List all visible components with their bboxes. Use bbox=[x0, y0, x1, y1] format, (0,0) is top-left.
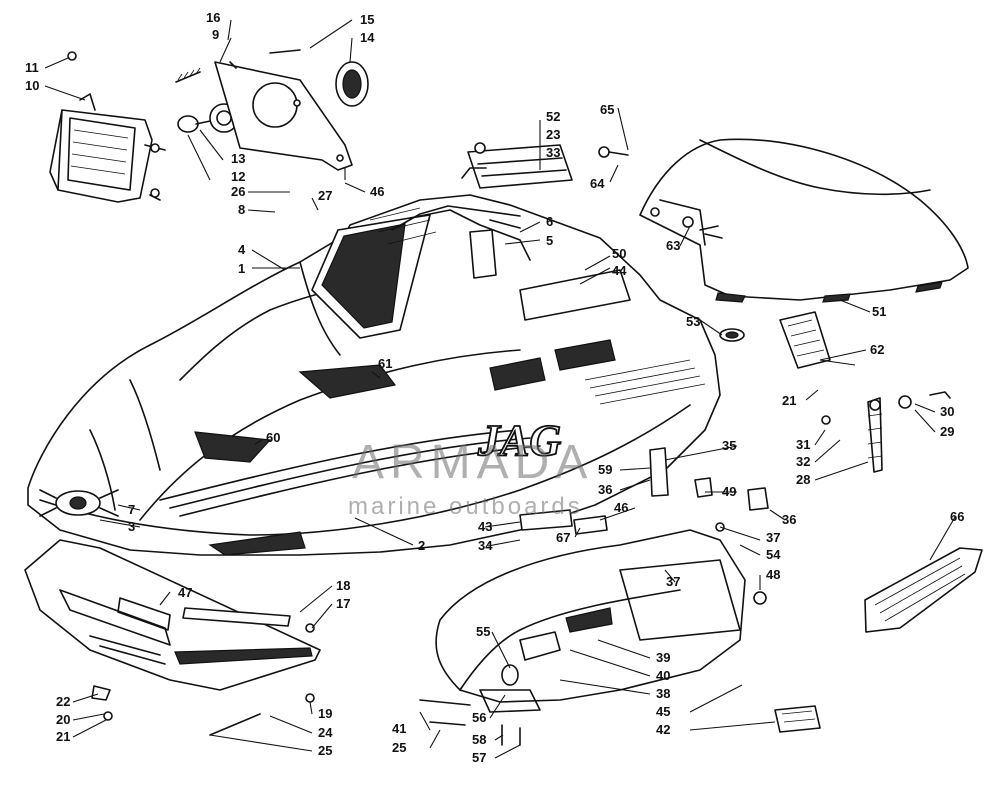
reflector-plate bbox=[779, 311, 831, 369]
callout-14: 14 bbox=[360, 30, 375, 45]
callout-49: 49 bbox=[722, 484, 736, 499]
hood-emblem bbox=[39, 489, 119, 517]
rear-reflector bbox=[774, 705, 821, 733]
callout-3: 3 bbox=[128, 519, 135, 534]
callout-21-right: 21 bbox=[782, 393, 796, 408]
callout-35: 35 bbox=[722, 438, 736, 453]
jag-decal: JAG bbox=[477, 416, 561, 465]
callout-48: 48 bbox=[766, 567, 780, 582]
callout-19: 19 bbox=[318, 706, 332, 721]
callout-66: 66 bbox=[950, 509, 964, 524]
callout-21-left: 21 bbox=[56, 729, 70, 744]
callout-36-right: 36 bbox=[782, 512, 796, 527]
callout-45: 45 bbox=[656, 704, 670, 719]
callout-46-mid: 46 bbox=[614, 500, 628, 515]
callout-10: 10 bbox=[25, 78, 39, 93]
side-vents bbox=[489, 269, 706, 405]
callout-32: 32 bbox=[796, 454, 810, 469]
watermark-tagline: marine outboards bbox=[348, 493, 583, 520]
bumper-hardware-left bbox=[91, 607, 315, 736]
callout-58: 58 bbox=[472, 732, 486, 747]
plug-grommet bbox=[719, 328, 745, 342]
callout-46-top: 46 bbox=[370, 184, 384, 199]
callout-40: 40 bbox=[656, 668, 670, 683]
callout-23: 23 bbox=[546, 127, 560, 142]
callout-34: 34 bbox=[478, 538, 493, 553]
callout-43: 43 bbox=[478, 519, 492, 534]
callout-28: 28 bbox=[796, 472, 810, 487]
callout-29: 29 bbox=[940, 424, 954, 439]
callout-17: 17 bbox=[336, 596, 350, 611]
callout-55: 55 bbox=[476, 624, 490, 639]
hood-latch-assembly bbox=[821, 391, 951, 473]
front-bumper bbox=[24, 539, 321, 691]
callout-44: 44 bbox=[612, 263, 627, 278]
callout-57: 57 bbox=[472, 750, 486, 765]
cowl-vents-top bbox=[461, 142, 573, 189]
fairing-mounting-clips bbox=[469, 219, 521, 279]
callout-25-left: 25 bbox=[318, 743, 332, 758]
callout-39: 39 bbox=[656, 650, 670, 665]
callout-25-mid: 25 bbox=[392, 740, 406, 755]
callout-59: 59 bbox=[598, 462, 612, 477]
callout-61: 61 bbox=[378, 356, 392, 371]
callout-5: 5 bbox=[546, 233, 553, 248]
stripe-decal bbox=[159, 429, 541, 517]
callout-51: 51 bbox=[872, 304, 886, 319]
callout-56: 56 bbox=[472, 710, 486, 725]
callout-22: 22 bbox=[56, 694, 70, 709]
mount-screw bbox=[598, 146, 629, 158]
callout-1: 1 bbox=[238, 261, 245, 276]
callout-6: 6 bbox=[546, 214, 553, 229]
callout-9: 9 bbox=[212, 27, 219, 42]
callout-12: 12 bbox=[231, 169, 245, 184]
callout-37-mid: 37 bbox=[666, 574, 680, 589]
callout-41: 41 bbox=[392, 721, 406, 736]
callout-37-right: 37 bbox=[766, 530, 780, 545]
callout-36-left: 36 bbox=[598, 482, 612, 497]
callout-54: 54 bbox=[766, 547, 781, 562]
headlight-bracket bbox=[214, 61, 353, 171]
bezel-ring bbox=[175, 49, 369, 107]
callout-8: 8 bbox=[238, 202, 245, 217]
callout-labels: 16 9 15 14 11 10 13 12 26 27 8 46 4 1 6 … bbox=[25, 10, 964, 765]
callout-18: 18 bbox=[336, 578, 350, 593]
callout-65: 65 bbox=[600, 102, 614, 117]
callout-27: 27 bbox=[318, 188, 332, 203]
callout-4: 4 bbox=[238, 242, 246, 257]
callout-20: 20 bbox=[56, 712, 70, 727]
callout-63: 63 bbox=[666, 238, 680, 253]
callout-30: 30 bbox=[940, 404, 954, 419]
callout-2: 2 bbox=[418, 538, 425, 553]
watermark-brand: ARMADA bbox=[352, 436, 593, 489]
callout-67: 67 bbox=[556, 530, 570, 545]
callout-42: 42 bbox=[656, 722, 670, 737]
callout-64: 64 bbox=[590, 176, 605, 191]
callout-33: 33 bbox=[546, 145, 560, 160]
callout-53: 53 bbox=[686, 314, 700, 329]
headlight-assembly bbox=[49, 51, 166, 203]
callout-13: 13 bbox=[231, 151, 245, 166]
callout-7: 7 bbox=[128, 502, 135, 517]
callout-38: 38 bbox=[656, 686, 670, 701]
side-panel-cover bbox=[864, 547, 983, 633]
callout-15: 15 bbox=[360, 12, 374, 27]
callout-50: 50 bbox=[612, 246, 626, 261]
callout-24: 24 bbox=[318, 725, 333, 740]
hood-vents-front bbox=[89, 364, 397, 556]
callout-11: 11 bbox=[25, 60, 39, 75]
windshield-opening bbox=[311, 205, 531, 339]
callout-52: 52 bbox=[546, 109, 560, 124]
windshield bbox=[639, 138, 969, 303]
callout-47: 47 bbox=[178, 585, 192, 600]
leader-lines bbox=[44, 19, 956, 759]
callout-16: 16 bbox=[206, 10, 220, 25]
callout-26: 26 bbox=[231, 184, 245, 199]
callout-31: 31 bbox=[796, 437, 810, 452]
callout-60: 60 bbox=[266, 430, 280, 445]
callout-62: 62 bbox=[870, 342, 884, 357]
